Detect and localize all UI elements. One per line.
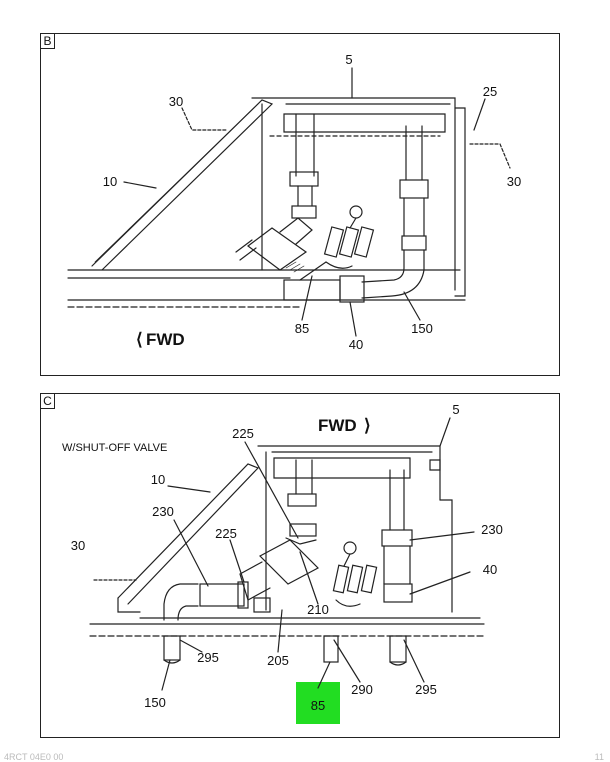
callout-b-150: 150 <box>411 321 433 336</box>
callout-c-295-right: 295 <box>415 682 437 697</box>
panel-b-letter: B <box>41 34 55 49</box>
diagram-panel-b: B <box>40 33 560 376</box>
callout-c-5: 5 <box>452 402 459 417</box>
callout-b-30-left: 30 <box>169 94 183 109</box>
diagram-panel-c: C <box>40 393 560 738</box>
callout-b-5: 5 <box>345 52 352 67</box>
callout-b-25: 25 <box>483 84 497 99</box>
callout-c-205: 205 <box>267 653 289 668</box>
callout-b-40: 40 <box>349 337 363 352</box>
callout-c-230-right: 230 <box>481 522 503 537</box>
callout-c-225-top: 225 <box>232 426 254 441</box>
callout-c-230-left: 230 <box>152 504 174 519</box>
panel-c-letter: C <box>41 394 55 409</box>
callout-b-30-right: 30 <box>507 174 521 189</box>
shut-off-valve-note: W/SHUT-OFF VALVE <box>62 442 167 454</box>
callout-b-85: 85 <box>295 321 309 336</box>
fwd-arrow-icon: ⟩ <box>364 416 371 435</box>
callout-c-10: 10 <box>151 472 165 487</box>
callout-c-30: 30 <box>71 538 85 553</box>
callout-c-290: 290 <box>351 682 373 697</box>
fwd-label-c: FWD <box>318 416 357 435</box>
callout-c-40: 40 <box>483 562 497 577</box>
callout-c-150: 150 <box>144 695 166 710</box>
callout-c-85[interactable]: 85 <box>311 698 325 713</box>
callout-b-10: 10 <box>103 174 117 189</box>
footer-page-number: 11 <box>594 752 604 762</box>
highlight-box-85[interactable] <box>296 682 340 724</box>
fwd-arrow-icon: ⟨ <box>136 330 143 349</box>
callout-c-295-left: 295 <box>197 650 219 665</box>
callout-c-225-mid: 225 <box>215 526 237 541</box>
fwd-label-b: FWD <box>146 330 185 349</box>
callout-c-210: 210 <box>307 602 329 617</box>
footer-document-code: 4RCT 04E0 00 <box>4 752 64 762</box>
